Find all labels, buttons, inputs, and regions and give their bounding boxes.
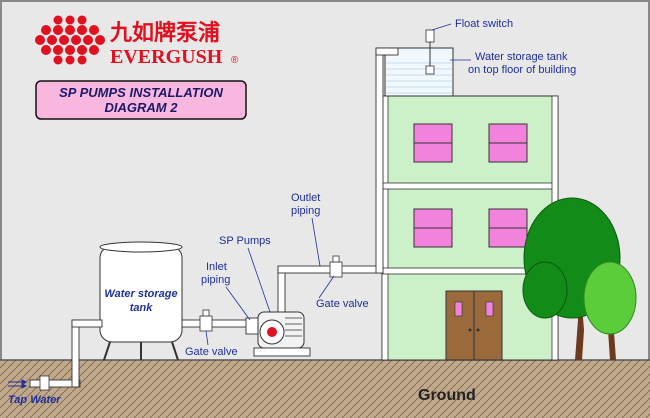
tree bbox=[522, 197, 637, 360]
ground-label: Ground bbox=[418, 387, 476, 404]
inlet-piping-label-line2: piping bbox=[201, 274, 230, 286]
brand-english-name: EVERGUSH bbox=[110, 46, 223, 68]
registered-mark: ® bbox=[231, 55, 239, 66]
ground-tank-label-line2: tank bbox=[130, 302, 154, 314]
ground-strip bbox=[0, 359, 650, 418]
sp-pumps-label: SP Pumps bbox=[219, 235, 271, 247]
outlet-gate-valve-label: Gate valve bbox=[316, 298, 369, 310]
tap-flow-arrows bbox=[8, 379, 28, 389]
roof-tank-label-line1: Water storage tank bbox=[475, 51, 568, 63]
outlet-piping-label-line1: Outlet bbox=[291, 192, 320, 204]
roof-water-tank bbox=[384, 47, 454, 97]
roof-tank-label-line2: on top floor of building bbox=[468, 64, 576, 76]
title-box bbox=[35, 80, 247, 120]
tap-water-label: Tap Water bbox=[8, 394, 61, 406]
float-switch bbox=[425, 29, 435, 75]
red-dot-cluster-icon bbox=[35, 15, 105, 65]
diagram-title-line1: SP PUMPS INSTALLATION bbox=[59, 85, 223, 100]
door bbox=[445, 290, 503, 361]
ground-water-tank bbox=[99, 241, 183, 361]
window bbox=[413, 123, 528, 248]
leader-lines bbox=[205, 23, 471, 346]
diagram-title-line2: DIAGRAM 2 bbox=[105, 100, 179, 115]
tap-connector bbox=[39, 375, 50, 391]
outlet-piping-label-line2: piping bbox=[291, 205, 320, 217]
float-switch-label: Float switch bbox=[455, 18, 513, 30]
ground-tank-label-line1: Water storage bbox=[104, 288, 177, 300]
brand-chinese-name: 九如牌泵浦 bbox=[109, 20, 220, 46]
gate-valve-icon bbox=[329, 255, 343, 278]
inlet-gate-valve-label: Gate valve bbox=[185, 346, 238, 358]
inlet-piping-label-line1: Inlet bbox=[206, 261, 227, 273]
centrifugal-pump-icon bbox=[245, 311, 311, 357]
